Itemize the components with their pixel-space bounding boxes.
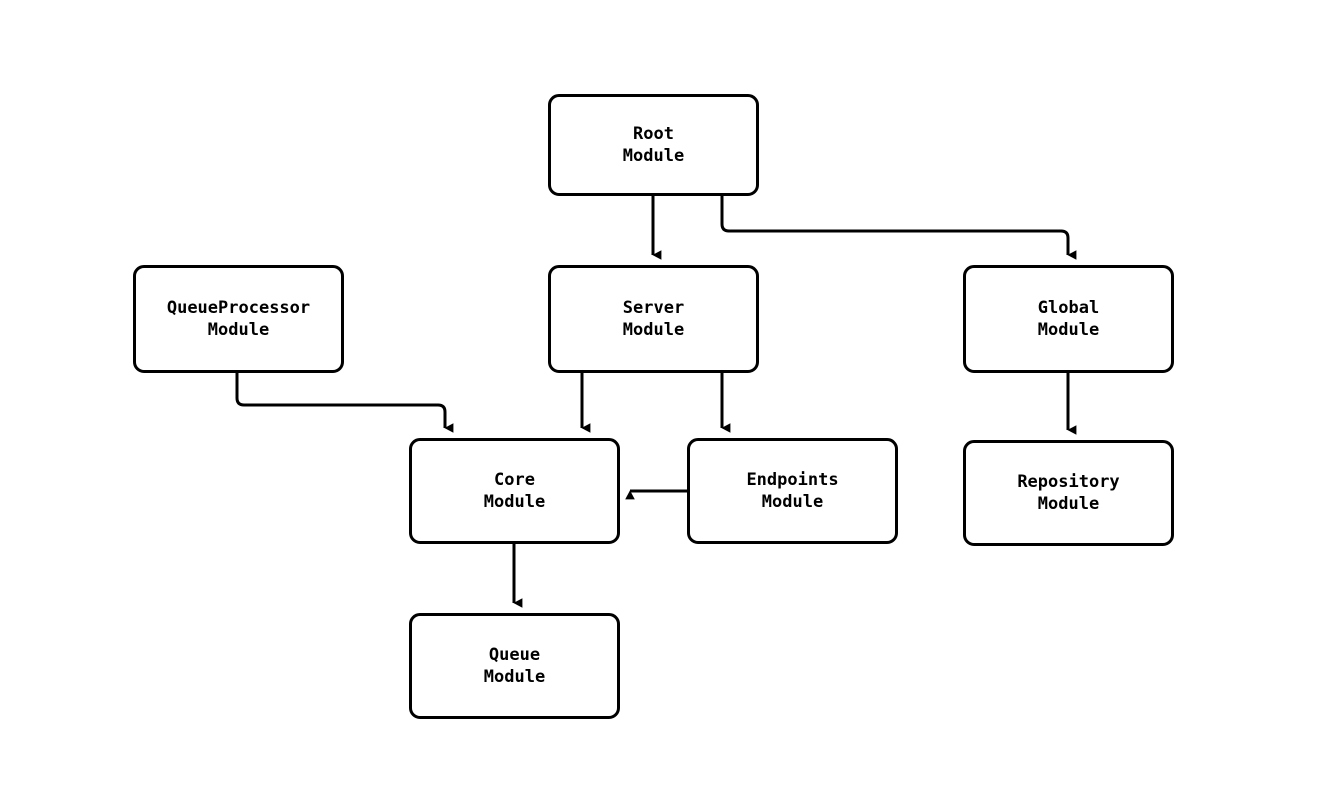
node-endpoints-module-label-line2: Module (761, 492, 824, 512)
node-root-module[interactable]: Root Module (548, 94, 759, 196)
node-queue-module-label-line2: Module (483, 667, 546, 687)
node-queue-module[interactable]: Queue Module (409, 613, 620, 719)
node-core-module-label-line1: Core (494, 470, 535, 490)
node-global-module-label-line1: Global (1037, 298, 1100, 318)
node-global-module-label-line2: Module (1037, 320, 1100, 340)
node-repository-module[interactable]: Repository Module (963, 440, 1174, 546)
node-server-module[interactable]: Server Module (548, 265, 759, 373)
edge-root-global (720, 196, 1077, 260)
node-repository-module-label-line1: Repository (1017, 472, 1120, 492)
node-global-module[interactable]: Global Module (963, 265, 1174, 373)
node-queueprocessor-module-label-line1: QueueProcessor (166, 298, 311, 318)
edge-queueprocessor-core (235, 373, 454, 433)
node-server-module-label-line1: Server (622, 298, 685, 318)
node-server-module-label-line2: Module (622, 320, 685, 340)
node-endpoints-module[interactable]: Endpoints Module (687, 438, 898, 544)
node-queueprocessor-module-label-line2: Module (207, 320, 270, 340)
node-queueprocessor-module[interactable]: QueueProcessor Module (133, 265, 344, 373)
node-endpoints-module-label-line1: Endpoints (746, 470, 839, 490)
node-repository-module-label-line2: Module (1037, 494, 1100, 514)
node-core-module-label-line2: Module (483, 492, 546, 512)
node-root-module-label-line2: Module (622, 146, 685, 166)
node-root-module-label-line1: Root (633, 124, 674, 144)
node-queue-module-label-line1: Queue (488, 645, 541, 665)
node-core-module[interactable]: Core Module (409, 438, 620, 544)
